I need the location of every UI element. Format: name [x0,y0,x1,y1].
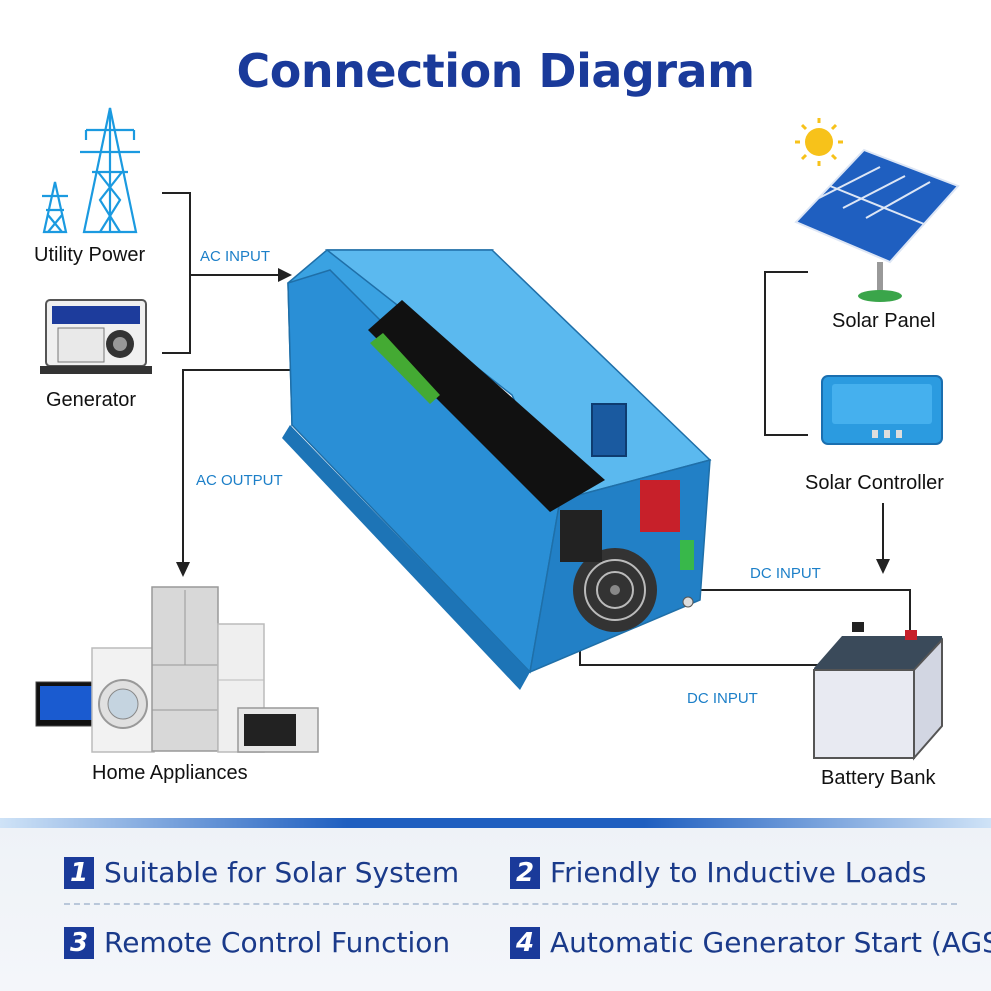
feature-text: Automatic Generator Start (AGS) [550,926,991,959]
ac-input-label: AC INPUT [200,248,271,265]
dc-input-line-2 [579,640,822,666]
battery-arrowhead [876,559,890,574]
feature-number-badge: 4 [510,926,540,959]
feature-item: 4 Automatic Generator Start (AGS) [510,926,991,959]
ac-input-arrowhead [278,268,292,282]
feature-number-badge: 3 [64,926,94,959]
feature-number-badge: 2 [510,856,540,889]
ac-output-line [182,369,296,565]
feature-item: 1 Suitable for Solar System [64,856,459,889]
feature-text: Friendly to Inductive Loads [550,856,927,889]
ac-output-arrowhead [176,562,190,577]
dc-input-line-1 [680,589,911,636]
utility-power-icon [42,107,140,234]
solar-panel-icon [794,148,960,302]
sun-icon [795,118,843,166]
ac-output-label: AC OUTPUT [196,472,283,489]
features-divider [64,903,957,905]
generator-label: Generator [46,389,137,411]
features-panel-top-bar [0,818,991,828]
home-appliances-label: Home Appliances [92,762,248,784]
battery-bank-label: Battery Bank [821,767,936,789]
feature-text: Suitable for Solar System [104,856,460,889]
page-title: Connection Diagram [236,44,755,98]
ac-input-line [162,192,191,354]
battery-bank-icon [813,622,943,761]
dc-input-label-top: DC INPUT [750,565,821,582]
dc-input-label-bottom: DC INPUT [687,690,758,707]
inverter-device [282,249,712,690]
solar-panel-label: Solar Panel [832,310,936,332]
feature-text: Remote Control Function [104,926,451,959]
feature-number-badge: 1 [64,856,94,889]
feature-item: 2 Friendly to Inductive Loads [510,856,927,889]
solar-controller-icon [821,375,943,445]
home-appliances-icon [35,586,319,753]
solar-controller-label: Solar Controller [805,472,944,494]
solar-link-line [764,271,808,436]
generator-icon [40,299,152,374]
utility-power-label: Utility Power [34,244,146,266]
feature-item: 3 Remote Control Function [64,926,450,959]
